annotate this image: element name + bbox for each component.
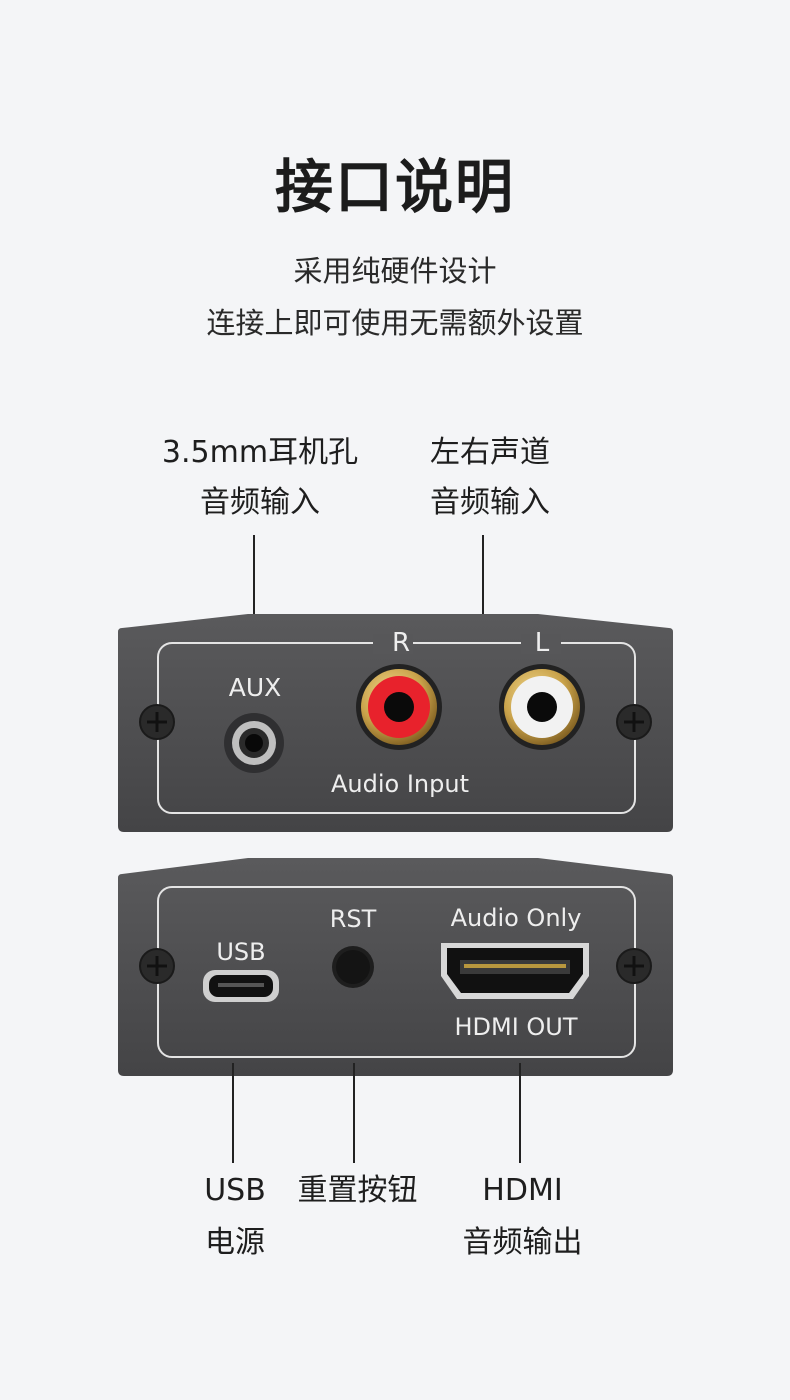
reset-callout: 重置按钮 <box>285 1165 430 1217</box>
rca-leader-line <box>482 535 484 633</box>
aux-callout: 3.5mm耳机孔 音频输入 <box>150 428 370 528</box>
reset-leader-line <box>353 1063 355 1163</box>
left-screw-icon <box>139 948 175 984</box>
reset-button[interactable] <box>332 946 374 988</box>
aux-callout-line2: 音频输入 <box>200 485 320 520</box>
usb-callout-line2: 电源 <box>205 1225 265 1260</box>
audio-input-label: Audio Input <box>331 770 469 798</box>
front-panel: R L AUX Audio Input <box>118 614 673 832</box>
right-screw-icon <box>616 704 652 740</box>
rca-callout-line2: 音频输入 <box>430 485 550 520</box>
usb-callout-line1: USB <box>204 1173 266 1208</box>
subtitle-line-1: 采用纯硬件设计 <box>293 254 497 288</box>
rca-callout-line1: 左右声道 <box>430 435 550 470</box>
back-panel: USB RST Audio Only HDMI OUT <box>118 858 673 1076</box>
rca-callout: 左右声道 音频输入 <box>400 428 580 528</box>
aux-leader-line <box>253 535 255 633</box>
rca-right-jack[interactable] <box>356 664 442 750</box>
hdmi-out-label: HDMI OUT <box>454 1013 577 1041</box>
hdmi-callout-line2: 音频输出 <box>462 1225 583 1260</box>
usb-label: USB <box>216 938 265 966</box>
usb-callout: USB 电源 <box>180 1165 290 1269</box>
hdmi-callout: HDMI 音频输出 <box>445 1165 600 1269</box>
rst-label: RST <box>330 905 377 933</box>
usb-leader-line <box>232 1063 234 1163</box>
audio-only-label: Audio Only <box>451 904 582 932</box>
page-title: 接口说明 <box>274 153 515 221</box>
hdmi-callout-line1: HDMI <box>482 1173 563 1208</box>
rca-left-jack[interactable] <box>499 664 585 750</box>
aux-callout-line1: 3.5mm耳机孔 <box>161 435 359 470</box>
hdmi-port[interactable] <box>441 943 589 999</box>
l-label: L <box>535 628 550 658</box>
r-label: R <box>392 628 410 658</box>
aux-label: AUX <box>229 673 282 702</box>
aux-jack[interactable] <box>224 713 284 773</box>
usb-port[interactable] <box>203 970 279 1002</box>
reset-callout-line1: 重置按钮 <box>297 1173 418 1208</box>
right-screw-icon <box>616 948 652 984</box>
subtitle-line-2: 连接上即可使用无需额外设置 <box>206 306 584 340</box>
left-screw-icon <box>139 704 175 740</box>
hdmi-leader-line <box>519 1063 521 1163</box>
